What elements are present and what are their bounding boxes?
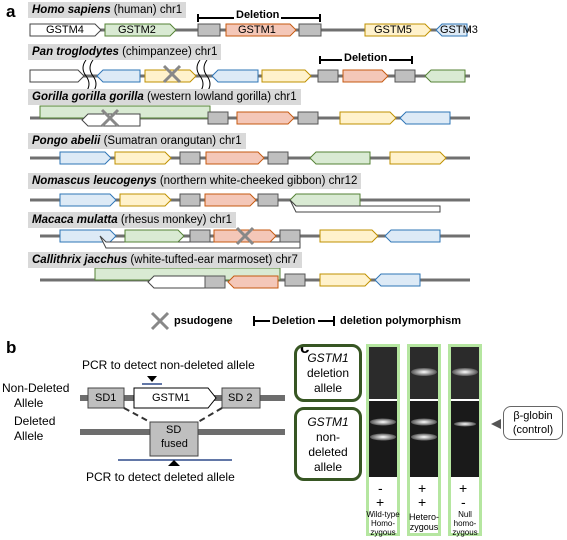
lane1-non-sign: + <box>376 494 385 510</box>
legend-pseudogene: psudogene <box>174 315 233 327</box>
deleted-allele-label-1: Deleted <box>14 414 56 428</box>
gene-gstm1-human <box>225 23 297 37</box>
gene-gstm2-human <box>104 23 177 37</box>
gene-label-gstm1: GSTM1 <box>238 24 276 36</box>
species-label: Callithrix jacchus (white-tufted-ear mar… <box>28 252 302 268</box>
legend-polymorphism: deletion polymorphism <box>340 315 462 327</box>
panel-label-b: b <box>6 338 17 357</box>
gene-gstm5-human <box>364 23 432 37</box>
species-label: Nomascus leucogenys (northern white-chee… <box>28 173 362 189</box>
gene-label-gstm4: GSTM4 <box>46 24 84 36</box>
lane3-non-sign: - <box>461 494 466 510</box>
nondeleted-allele-label-1: Non-Deleted <box>2 381 70 395</box>
sd-fused-label-1: SD <box>166 424 182 436</box>
panel-label-c: c <box>300 338 310 357</box>
species-label: Pan troglodytes (chimpanzee) chr1 <box>28 44 222 60</box>
gstm1-label: GSTM1 <box>152 392 190 404</box>
sd1-label: SD1 <box>95 392 117 404</box>
deleted-allele-label-2: Allele <box>14 429 44 443</box>
gel-lane-3 <box>448 344 482 536</box>
nondeleted-allele-label-2: Allele <box>14 396 44 410</box>
gene-gstm3-human <box>435 23 468 37</box>
gel-lane-1 <box>366 344 400 536</box>
deletion-label: Deletion <box>342 52 390 64</box>
species-label: Pongo abelii (Sumatran orangutan) chr1 <box>28 133 246 149</box>
pcr-nondeleted-label: PCR to detect non-deleted allele <box>82 358 255 372</box>
lane2-del-sign: + <box>418 480 427 496</box>
species-label: Macaca mulatta (rhesus monkey) chr1 <box>28 212 237 228</box>
gene-label-gstm3: GSTM3 <box>440 24 478 36</box>
lane1-del-sign: - <box>378 480 383 496</box>
lane2-non-sign: + <box>418 494 427 510</box>
gene-gstm4-human <box>29 23 102 37</box>
sd-fused-label-2: fused <box>161 438 188 450</box>
deletion-label: Deletion <box>234 9 282 21</box>
gel-lane-2 <box>407 344 441 536</box>
species-label: Homo sapiens (human) chr1 <box>28 2 187 18</box>
gene-label-gstm5: GSTM5 <box>374 24 412 36</box>
lane3-del-sign: + <box>459 480 468 496</box>
lane2-genotype: Hetero-zygous <box>408 512 439 532</box>
legend-deletion: Deletion <box>272 315 316 327</box>
pcr-deleted-label: PCR to detect deleted allele <box>86 470 235 484</box>
panel-label-a: a <box>6 2 16 21</box>
beta-globin-box: β-globin(control) <box>503 406 563 440</box>
sd2-label: SD 2 <box>228 392 253 404</box>
species-label: Gorilla gorilla gorilla (western lowland… <box>28 89 301 105</box>
gene-label-gstm2: GSTM2 <box>118 24 156 36</box>
